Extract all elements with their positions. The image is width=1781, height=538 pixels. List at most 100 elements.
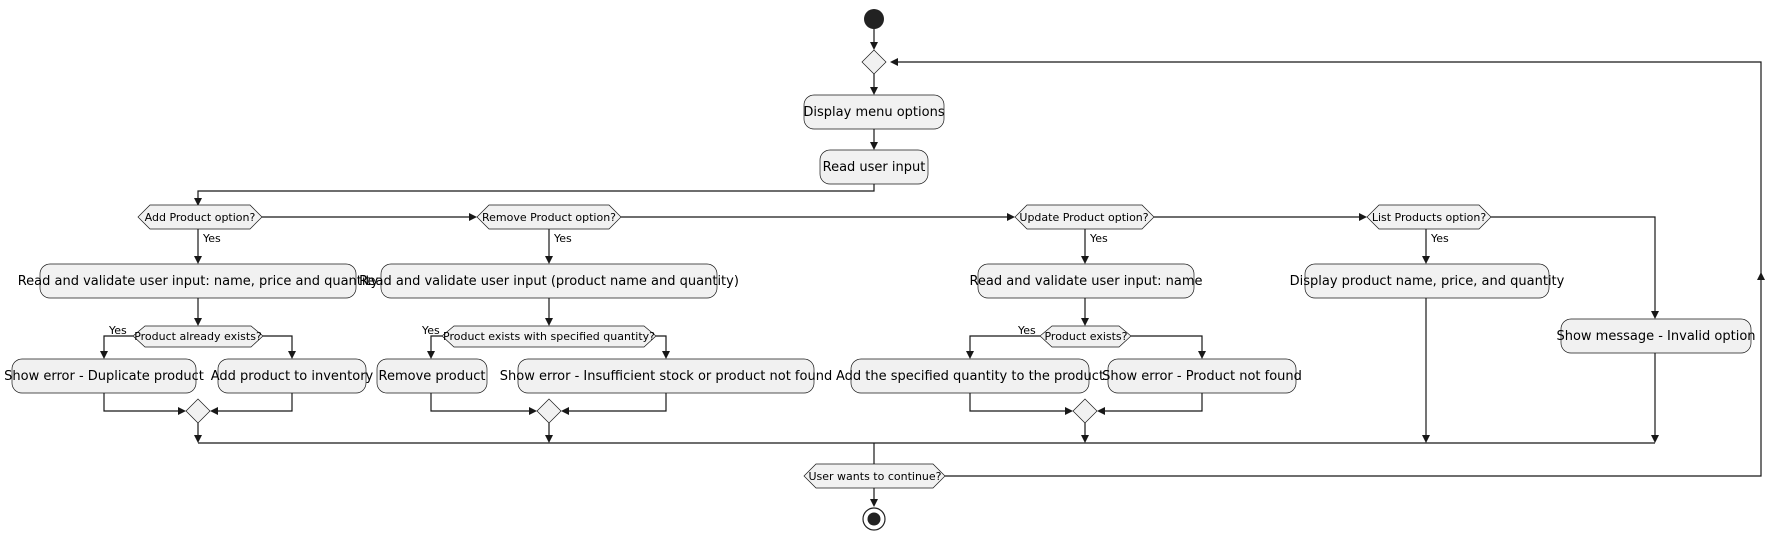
decision-label: Add Product option? <box>145 211 256 224</box>
activity-remove-validate: Read and validate user input (product na… <box>359 263 739 299</box>
activity-label: Read and validate user input: name <box>969 274 1202 289</box>
activity-add-error: Show error - Duplicate product <box>4 358 204 394</box>
activity-add-validate: Read and validate user input: name, pric… <box>18 263 379 299</box>
arrow <box>210 407 218 415</box>
activity-label: Display menu options <box>803 105 944 120</box>
arrow <box>1097 407 1105 415</box>
edge <box>103 393 181 412</box>
edge <box>969 335 1040 354</box>
arrow <box>1757 272 1765 280</box>
activity-list-display: Display product name, price, and quantit… <box>1290 263 1565 299</box>
arrow <box>194 318 202 326</box>
yes-label: Yes <box>1089 232 1108 245</box>
activity-label: Show message - Invalid option <box>1556 329 1755 344</box>
decision-label: User wants to continue? <box>808 470 941 483</box>
decision-add-exists: Product already exists? <box>132 325 264 348</box>
yes-label: Yes <box>553 232 572 245</box>
activity-update-validate: Read and validate user input: name <box>969 263 1203 299</box>
decision-label: Product exists with specified quantity? <box>443 330 655 343</box>
edge <box>1131 335 1203 354</box>
arrow <box>545 435 553 443</box>
decision-label: Remove Product option? <box>482 211 616 224</box>
activity-label: Read and validate user input (product na… <box>359 274 739 289</box>
arrow <box>870 499 878 507</box>
activity-display-menu: Display menu options <box>803 94 945 130</box>
activity-read-input: Read user input <box>819 149 929 185</box>
decision-update-exists: Product exists? <box>1039 325 1132 348</box>
edge <box>430 335 442 354</box>
arrow <box>1422 435 1430 443</box>
activity-label: Add the specified quantity to the produc… <box>836 369 1104 384</box>
decision-remove-exists: Product exists with specified quantity? <box>441 325 657 348</box>
activity-label: Add product to inventory <box>211 369 374 384</box>
arrow <box>1422 256 1430 264</box>
arrow <box>194 256 202 264</box>
arrow <box>288 351 296 359</box>
end-node <box>862 507 886 531</box>
edge <box>656 335 667 354</box>
arrow <box>1651 311 1659 319</box>
arrow <box>1065 407 1073 415</box>
edge <box>430 393 532 412</box>
arrow <box>966 351 974 359</box>
decision-list-option: List Products option? <box>1366 204 1492 230</box>
decision-label: Product exists? <box>1044 330 1127 343</box>
edge <box>1491 216 1656 314</box>
edge <box>969 393 1068 412</box>
arrow <box>427 351 435 359</box>
arrow <box>870 42 878 50</box>
arrow <box>1081 435 1089 443</box>
activity-label: Read and validate user input: name, pric… <box>18 274 379 289</box>
arrow <box>194 198 202 206</box>
arrow <box>1081 318 1089 326</box>
yes-label: Yes <box>1430 232 1449 245</box>
activity-add-to-inventory: Add product to inventory <box>211 358 374 394</box>
decision-continue: User wants to continue? <box>803 463 946 489</box>
yes-label: Yes <box>202 232 221 245</box>
arrow <box>1651 435 1659 443</box>
decision-add-option: Add Product option? <box>137 204 263 230</box>
decision-label: List Products option? <box>1372 211 1487 224</box>
arrow <box>890 58 898 66</box>
activity-label: Remove product <box>379 369 486 384</box>
arrow <box>1359 213 1367 221</box>
activity-remove-product: Remove product <box>376 358 488 394</box>
activity-label: Show error - Product not found <box>1102 369 1302 384</box>
activity-remove-error: Show error - Insufficient stock or produ… <box>500 358 832 394</box>
merge-diamond <box>185 398 211 424</box>
loop-merge-diamond <box>861 49 887 75</box>
decision-remove-option: Remove Product option? <box>476 204 622 230</box>
activity-label: Show error - Duplicate product <box>4 369 204 384</box>
activity-label: Read user input <box>823 160 926 175</box>
activity-update-add-qty: Add the specified quantity to the produc… <box>836 358 1104 394</box>
yes-label: Yes <box>108 324 127 337</box>
arrow <box>662 351 670 359</box>
arrow <box>1081 256 1089 264</box>
arrow <box>561 407 569 415</box>
arrow <box>469 213 477 221</box>
decision-label: Product already exists? <box>134 330 262 343</box>
arrow <box>545 256 553 264</box>
loop-back-edge <box>895 61 1762 477</box>
edge <box>1102 393 1203 412</box>
yes-label: Yes <box>421 324 440 337</box>
activity-label: Show error - Insufficient stock or produ… <box>500 369 832 384</box>
arrow <box>870 142 878 150</box>
arrow <box>529 407 537 415</box>
merge-diamond <box>1072 398 1098 424</box>
edges <box>100 28 1765 507</box>
arrow <box>545 318 553 326</box>
arrow <box>870 87 878 95</box>
edge <box>566 393 667 412</box>
arrow <box>194 435 202 443</box>
start-node <box>864 9 884 29</box>
edge <box>263 335 293 354</box>
yes-label: Yes <box>1017 324 1036 337</box>
activity-update-error: Show error - Product not found <box>1102 358 1302 394</box>
arrow <box>178 407 186 415</box>
decision-update-option: Update Product option? <box>1014 204 1155 230</box>
arrow <box>100 351 108 359</box>
arrow <box>1198 351 1206 359</box>
arrow <box>1007 213 1015 221</box>
